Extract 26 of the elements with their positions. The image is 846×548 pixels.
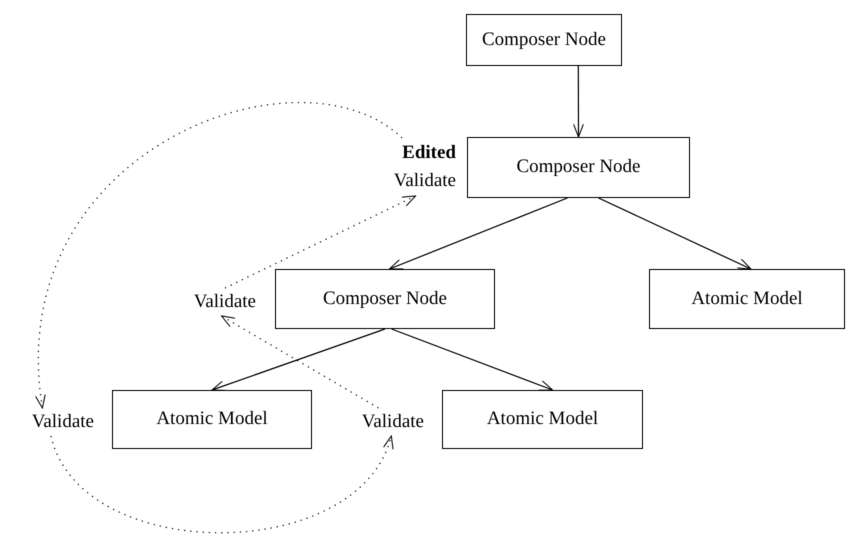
process-box [466,14,622,66]
arrow [391,328,554,391]
arrow [572,66,584,138]
node-label: Composer Node [322,286,447,311]
process-box [467,137,690,198]
node-label: Composer Node [516,155,640,180]
heading-label: Edited [402,141,456,166]
node-label: Atomic Model [156,407,268,432]
node-label: Atomic Model [691,286,803,311]
action-label: Validate [338,408,424,436]
process-box [442,390,643,449]
dotted-arrow [36,102,402,408]
arrow [388,197,568,270]
process-box [649,269,845,329]
action-label: Validate [394,169,456,193]
dotted-arrow [50,436,392,534]
dotted-arrow [221,315,379,409]
arrow [598,197,752,270]
node-label: Composer Node [482,28,606,52]
node-label: Atomic Model [486,407,598,432]
process-box [112,390,312,449]
process-box [275,269,495,329]
action-label: Validate [8,408,94,436]
dotted-arrow [224,195,416,289]
action-label: Validate [170,288,256,316]
arrow [212,328,386,391]
